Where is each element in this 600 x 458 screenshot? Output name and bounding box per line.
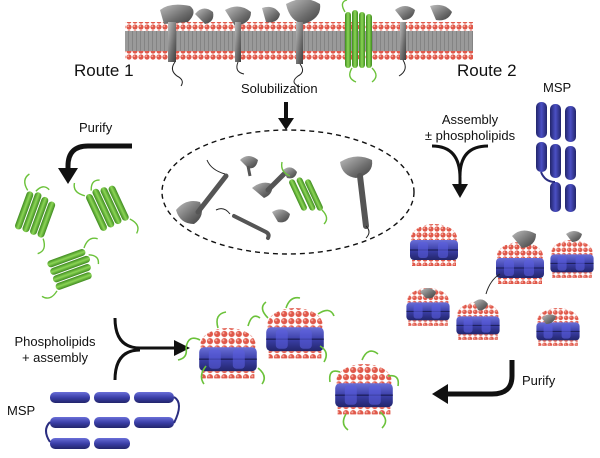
plus-assembly-label: + assembly: [21, 350, 89, 365]
nanodiscs-with-protein: [177, 296, 400, 431]
route-2-label: Route 2: [457, 61, 517, 80]
solubilized-proteins-ellipse: [161, 129, 415, 255]
phospholipids-label: Phospholipids: [14, 334, 96, 349]
purify-right-label: Purify: [522, 373, 556, 388]
nanodiscs-right: [405, 223, 595, 347]
purify-left-label: Purify: [79, 120, 113, 135]
assembly-merge-arrow: [113, 317, 190, 381]
solubilization-label: Solubilization: [241, 81, 318, 96]
purified-membrane-proteins: [1, 165, 141, 301]
assembly-right-arrow: [431, 144, 489, 198]
solubilization-arrow: [278, 102, 294, 130]
purify-right-arrow: [432, 360, 515, 404]
phospholipids-optional-label: ± phospholipids: [424, 128, 516, 143]
route-1-label: Route 1: [74, 61, 134, 80]
msp-right: [536, 102, 576, 212]
msp-left-label: MSP: [7, 403, 36, 418]
purify-left-arrow: [58, 143, 132, 184]
assembly-label: Assembly: [441, 112, 499, 127]
msp-right-label: MSP: [543, 80, 572, 95]
membrane-proteins: [160, 0, 452, 87]
msp-left: [45, 392, 180, 449]
